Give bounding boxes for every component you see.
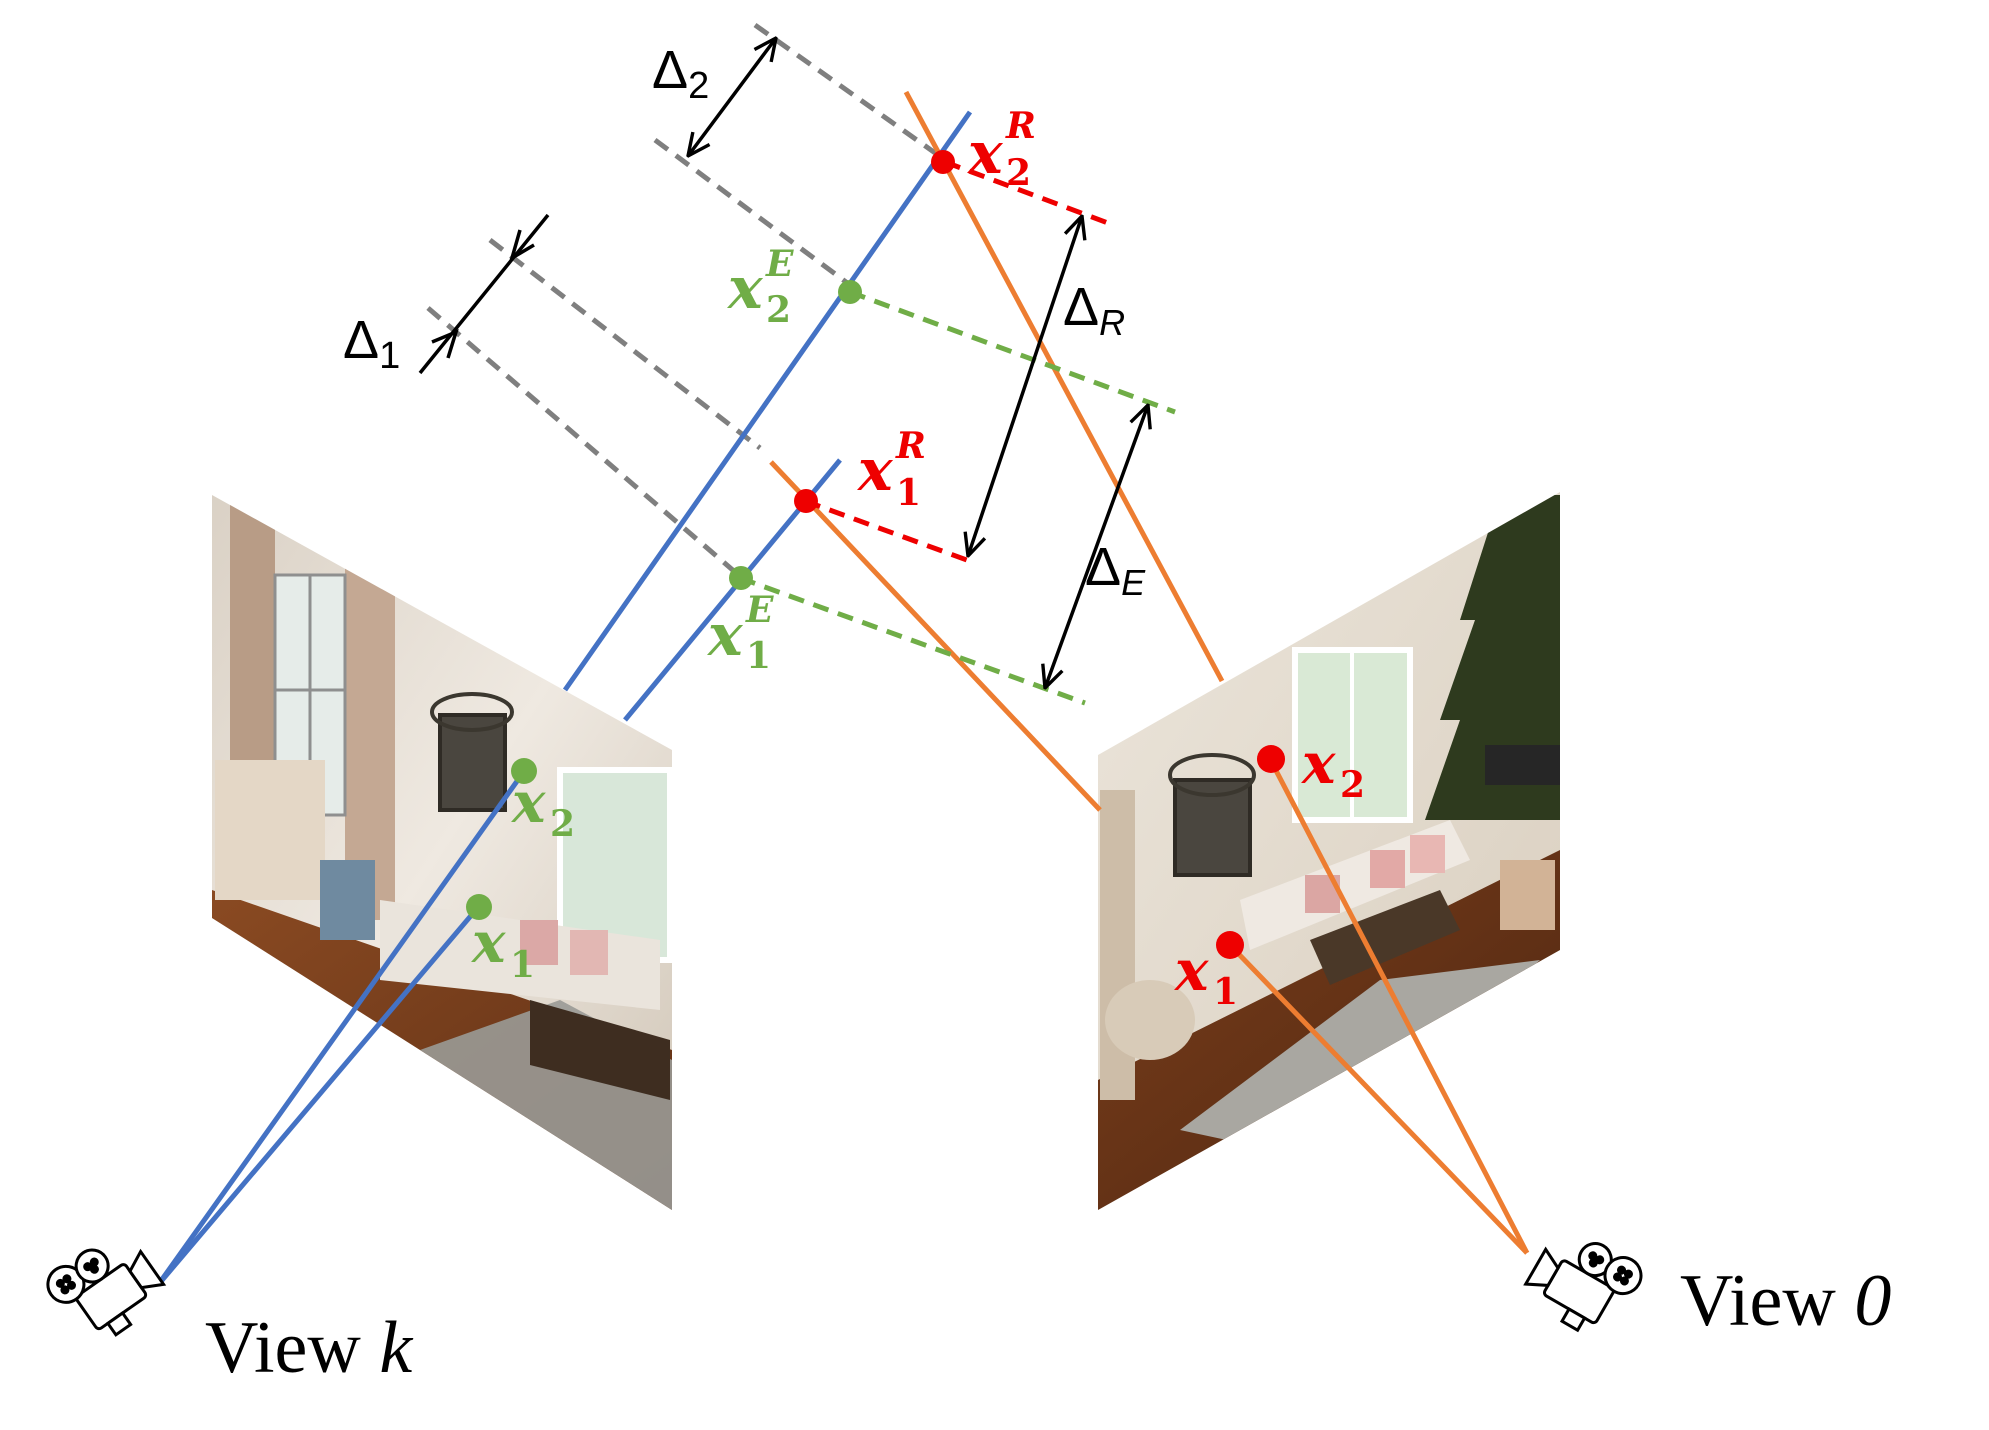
svg-text:E: E <box>745 589 774 631</box>
delta-E-arrow <box>1045 405 1148 688</box>
svg-text:1: 1 <box>510 944 535 986</box>
svg-text:x: x <box>726 254 764 322</box>
svg-text:2: 2 <box>1340 764 1365 806</box>
svg-text:1: 1 <box>1213 971 1238 1013</box>
view-0-rays <box>769 90 1530 1255</box>
label-x2-right: x 2 <box>1301 731 1365 806</box>
label-x1-left: x 1 <box>471 910 535 986</box>
label-x2-E: x E 2 <box>726 243 794 331</box>
point-x1-right <box>1216 931 1244 959</box>
point-x1-R <box>794 489 818 513</box>
svg-text:x: x <box>1174 938 1209 1004</box>
red-dashed-lines <box>804 159 1109 566</box>
label-x1-right: x 1 <box>1174 938 1238 1013</box>
label-x2-left: x 2 <box>511 770 575 845</box>
point-x2-right <box>1257 745 1285 773</box>
svg-text:x: x <box>706 601 744 669</box>
view-0-label: View 0 <box>1680 1260 1891 1342</box>
delta-R-arrow <box>968 216 1082 556</box>
svg-text:R: R <box>1005 105 1036 147</box>
left-photo-view-k <box>212 495 672 1210</box>
delta-1-label: Δ1 <box>343 310 400 377</box>
movie-camera-icon <box>46 1248 167 1337</box>
label-x2-R: x R 2 <box>966 105 1036 194</box>
point-x2-E <box>838 280 862 304</box>
svg-text:x: x <box>471 910 506 976</box>
svg-text:1: 1 <box>896 472 921 514</box>
green-dashed-lines <box>739 289 1176 706</box>
svg-text:2: 2 <box>550 803 575 845</box>
svg-text:R: R <box>895 425 926 467</box>
svg-text:2: 2 <box>1006 152 1031 194</box>
svg-text:1: 1 <box>746 635 771 677</box>
point-x1-left <box>466 894 492 920</box>
point-x2-left <box>511 758 537 784</box>
svg-text:x: x <box>511 770 546 836</box>
delta-R-label: ΔR <box>1063 277 1125 343</box>
movie-camera-icon <box>1523 1242 1643 1333</box>
right-photo-view-0 <box>1098 492 1560 1210</box>
gray-dashed-guides <box>426 22 947 574</box>
delta-2-arrow <box>688 38 776 156</box>
label-x1-R: x R 1 <box>856 425 926 514</box>
svg-text:x: x <box>1301 731 1336 797</box>
delta-E-label: ΔE <box>1085 537 1146 603</box>
point-x1-E <box>729 566 753 590</box>
svg-text:x: x <box>856 436 894 504</box>
view-k-label: View k <box>205 1307 413 1389</box>
delta-2-label: Δ2 <box>652 40 709 107</box>
point-x2-R <box>931 150 955 174</box>
label-x1-E: x E 1 <box>706 589 774 677</box>
delta-1-arrow <box>418 213 550 375</box>
svg-text:E: E <box>765 243 794 285</box>
svg-text:2: 2 <box>766 289 791 331</box>
svg-text:x: x <box>966 119 1004 187</box>
